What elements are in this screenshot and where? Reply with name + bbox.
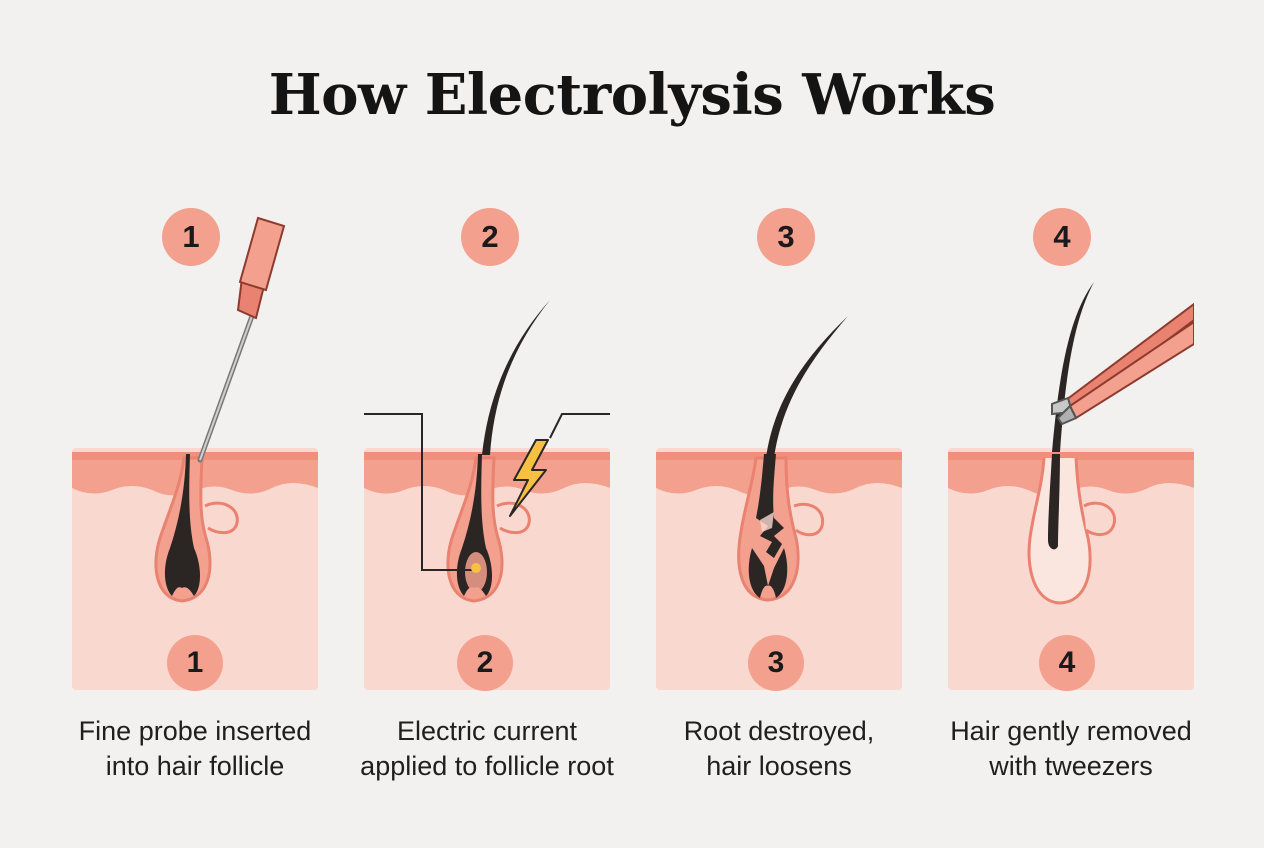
page-title: How Electrolysis Works — [268, 62, 996, 128]
step-number-badge-bottom: 1 — [167, 635, 223, 691]
step-number-badge-bottom: 2 — [457, 635, 513, 691]
step-number-badge-top: 3 — [757, 208, 815, 266]
step-caption: Fine probe inserted into hair follicle — [78, 716, 312, 781]
step-number-badge-top: 4 — [1033, 208, 1091, 266]
skin-cross-section — [948, 448, 1194, 690]
skin-cross-section — [656, 448, 902, 690]
step-1: 1 1 Fine probe inserted into hair follic… — [72, 0, 318, 848]
step-number-badge-top: 1 — [162, 208, 220, 266]
step-number-badge-bottom: 3 — [748, 635, 804, 691]
step-number-badge-bottom: 4 — [1039, 635, 1095, 691]
step-caption: Hair gently removed with tweezers — [950, 716, 1192, 781]
skin-cross-section — [72, 448, 318, 690]
step-2: 2 2 Electric current applied to follicle… — [360, 0, 614, 848]
step-caption: Root destroyed, hair loosens — [683, 716, 875, 781]
step-caption: Electric current applied to follicle roo… — [360, 716, 614, 781]
step-number-badge-top: 2 — [461, 208, 519, 266]
step-3: 3 3 Root destroyed, hair loosens — [656, 0, 902, 848]
step-4: 4 4 Hair gently removed with tweezers — [948, 0, 1194, 848]
